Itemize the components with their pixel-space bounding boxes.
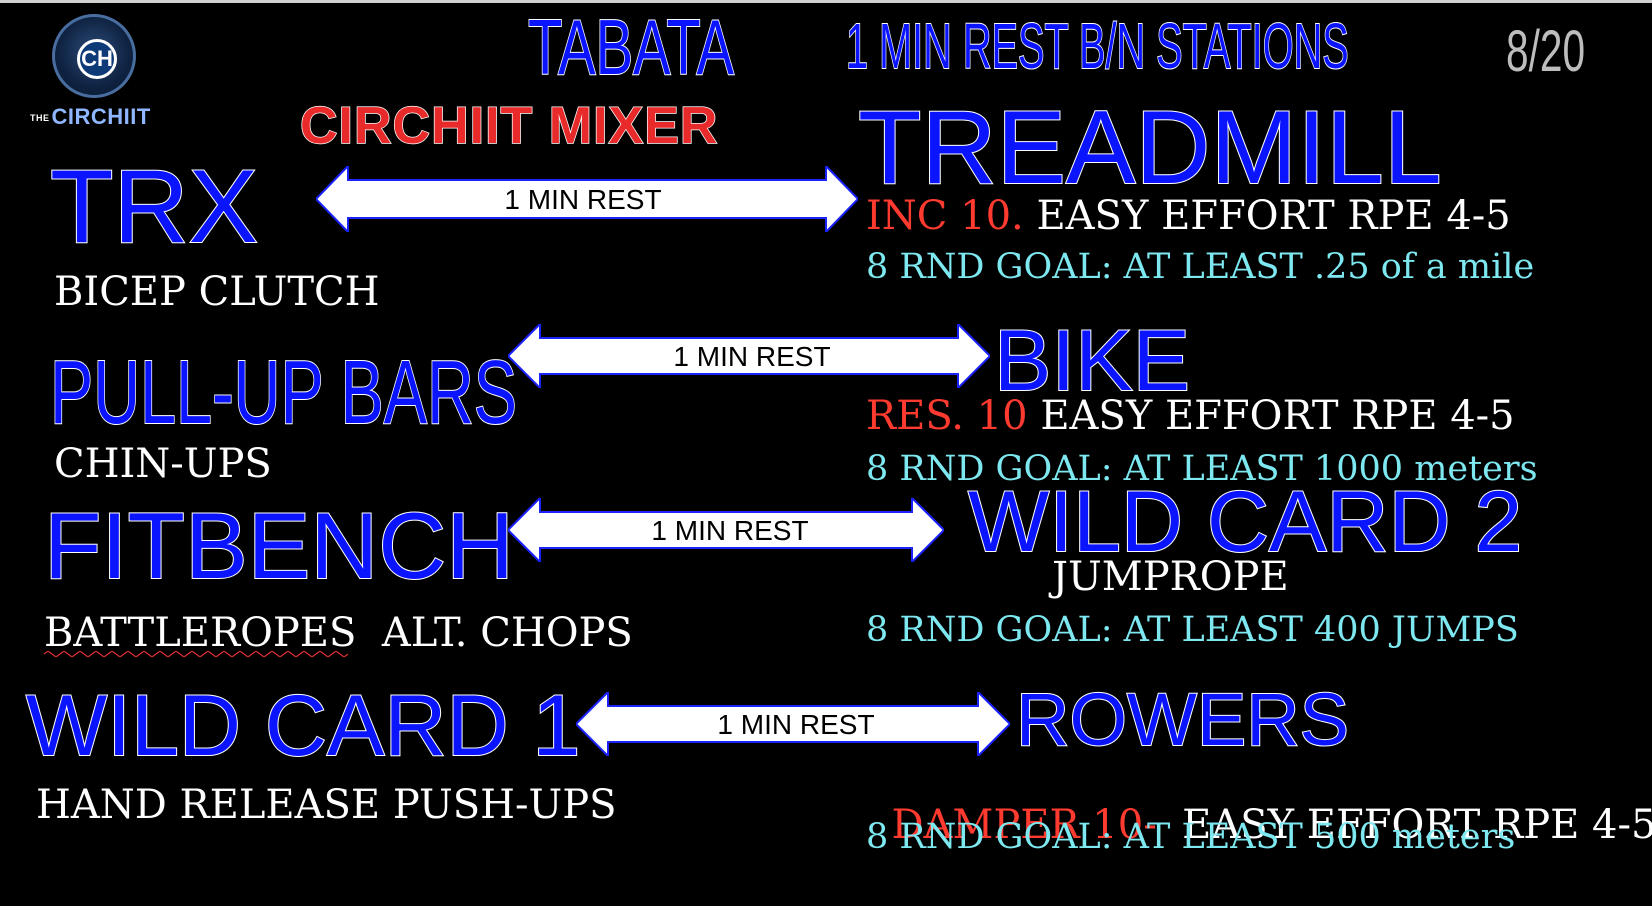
rest-arrow-label: 1 MIN REST	[717, 709, 874, 740]
station-wildcard2-title: WILD CARD 2	[967, 474, 1523, 570]
bike-effort: EASY EFFORT RPE 4-5	[1040, 393, 1515, 439]
mixer-title: CIRCHIIT MIXER	[299, 96, 719, 156]
bike-setting: RES. 10	[866, 393, 1028, 439]
rest-instruction: 1 MIN REST B/N STATIONS	[845, 10, 1349, 82]
treadmill-goal: 8 RND GOAL: AT LEAST .25 of a mile	[866, 247, 1535, 287]
rowers-effort: EASY EFFORT RPE 4-5	[1182, 802, 1652, 848]
rest-arrow-label: 1 MIN REST	[504, 184, 661, 215]
station-fitbench-exercise: BATTLEROPES ALT. CHOPS	[44, 610, 633, 656]
logo-wordmark: THECIRCHIIT	[30, 104, 151, 130]
logo-mark: CH	[77, 39, 117, 79]
station-bike-detail: RES. 10 EASY EFFORT RPE 4-5	[866, 396, 1515, 436]
station-treadmill-title: TREADMILL	[857, 90, 1443, 206]
rest-arrow-label: 1 MIN REST	[651, 515, 808, 546]
station-rowers-detail: DAMPER 10- EASY EFFORT RPE 4-5	[866, 765, 1652, 845]
logo-prefix: THE	[30, 113, 50, 124]
wildcard2-goal: 8 RND GOAL: AT LEAST 400 JUMPS	[866, 610, 1519, 650]
station-bike-title: BIKE	[993, 313, 1191, 409]
bike-goal: 8 RND GOAL: AT LEAST 1000 meters	[866, 449, 1538, 489]
station-pullup-title: PULL-UP BARS	[49, 343, 517, 443]
rest-arrow-label: 1 MIN REST	[673, 341, 830, 372]
station-wildcard1-exercise: HAND RELEASE PUSH-UPS	[36, 782, 617, 828]
station-treadmill-detail: INC 10. EASY EFFORT RPE 4-5	[866, 196, 1511, 236]
date-label: 8/20	[1506, 19, 1586, 84]
station-trx-exercise: BICEP CLUTCH	[54, 269, 380, 315]
treadmill-effort: EASY EFFORT RPE 4-5	[1036, 193, 1511, 239]
station-fitbench-title: FITBENCH	[43, 493, 515, 598]
treadmill-setting: INC 10.	[866, 193, 1024, 239]
rowers-setting: DAMPER 10-	[891, 802, 1157, 848]
wildcard2-exercise: JUMPROPE	[1052, 554, 1289, 600]
logo-name: CIRCHIIT	[51, 104, 151, 129]
station-trx-title: TRX	[49, 149, 259, 265]
rest-arrow-fitbench-wildcard2: 1 MIN REST	[508, 498, 944, 562]
rest-arrow-trx-treadmill: 1 MIN REST	[316, 166, 858, 232]
circhiit-logo: CH	[52, 14, 136, 98]
rowers-goal: 8 RND GOAL: AT LEAST 500 meters	[866, 817, 1516, 857]
spellcheck-underline	[44, 651, 348, 657]
rest-arrow-pullup-bike: 1 MIN REST	[508, 324, 990, 388]
page-title: TABATA	[527, 3, 734, 91]
station-pullup-exercise: CHIN-UPS	[54, 441, 272, 487]
rest-arrow-wildcard1-rowers: 1 MIN REST	[576, 692, 1010, 756]
station-rowers-title: ROWERS	[1015, 678, 1350, 761]
station-wildcard1-title: WILD CARD 1	[25, 678, 581, 774]
top-border	[0, 0, 1652, 3]
